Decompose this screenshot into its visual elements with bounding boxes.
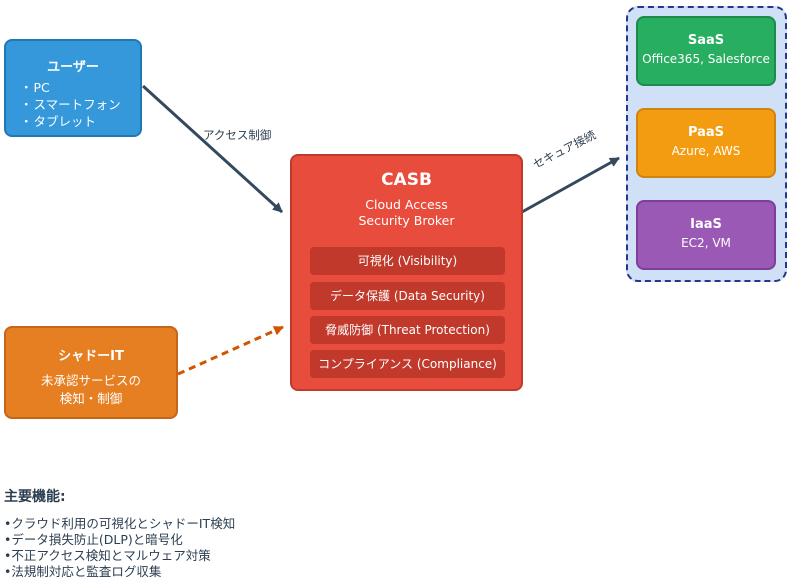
casb-node: CASB Cloud Access Security Broker 可視化 (V… bbox=[290, 154, 523, 391]
main-feature-item: クラウド利用の可視化とシャドーIT検知 bbox=[4, 516, 235, 532]
casb-subtitle: Cloud Access Security Broker bbox=[292, 197, 521, 229]
shadow-it-node: シャドーIT 未承認サービスの 検知・制御 bbox=[4, 326, 178, 419]
users-to-casb-arrow bbox=[141, 84, 284, 214]
iaas-title: IaaS bbox=[690, 217, 722, 232]
paas-title: PaaS bbox=[687, 125, 725, 140]
casb-subtitle-line: Cloud Access bbox=[365, 197, 448, 212]
main-features-list: クラウド利用の可視化とシャドーIT検知 データ損失防止(DLP)と暗号化 不正ア… bbox=[4, 516, 235, 580]
main-features-heading: 主要機能: bbox=[4, 489, 66, 505]
users-device-item: PC bbox=[20, 79, 140, 96]
paas-node: PaaS Azure, AWS bbox=[636, 108, 776, 178]
saas-examples: Office365, Salesforce bbox=[642, 52, 770, 66]
shadow-it-desc-line: 検知・制御 bbox=[59, 391, 123, 406]
casb-feature-compliance: コンプライアンス (Compliance) bbox=[310, 350, 505, 378]
casb-subtitle-line: Security Broker bbox=[358, 213, 455, 228]
shadow-it-to-casb-arrow bbox=[177, 325, 284, 376]
saas-node: SaaS Office365, Salesforce bbox=[636, 16, 776, 86]
users-device-list: PC スマートフォン タブレット bbox=[6, 79, 140, 130]
main-feature-item: 不正アクセス検知とマルウェア対策 bbox=[4, 548, 235, 564]
users-title: ユーザー bbox=[47, 60, 99, 75]
casb-title: CASB bbox=[381, 170, 432, 190]
casb-feature-data-security: データ保護 (Data Security) bbox=[310, 282, 505, 310]
iaas-examples: EC2, VM bbox=[681, 236, 731, 250]
access-control-label: アクセス制御 bbox=[203, 128, 272, 142]
main-feature-item: データ損失防止(DLP)と暗号化 bbox=[4, 532, 235, 548]
casb-feature-threat-protection: 脅威防御 (Threat Protection) bbox=[310, 316, 505, 344]
saas-title: SaaS bbox=[687, 33, 725, 48]
casb-feature-visibility: 可視化 (Visibility) bbox=[310, 247, 505, 275]
main-feature-item: 法規制対応と監査ログ収集 bbox=[4, 564, 235, 580]
users-node: ユーザー PC スマートフォン タブレット bbox=[4, 39, 142, 137]
users-device-item: スマートフォン bbox=[20, 96, 140, 113]
shadow-it-title: シャドーIT bbox=[58, 349, 124, 364]
shadow-it-desc-line: 未承認サービスの bbox=[40, 373, 141, 388]
iaas-node: IaaS EC2, VM bbox=[636, 200, 776, 270]
casb-to-cloud-arrow bbox=[521, 156, 620, 214]
paas-examples: Azure, AWS bbox=[671, 144, 741, 158]
users-device-item: タブレット bbox=[20, 113, 140, 130]
shadow-it-description: 未承認サービスの 検知・制御 bbox=[6, 372, 176, 408]
main-features-section: 主要機能: クラウド利用の可視化とシャドーIT検知 データ損失防止(DLP)と暗… bbox=[4, 486, 235, 580]
